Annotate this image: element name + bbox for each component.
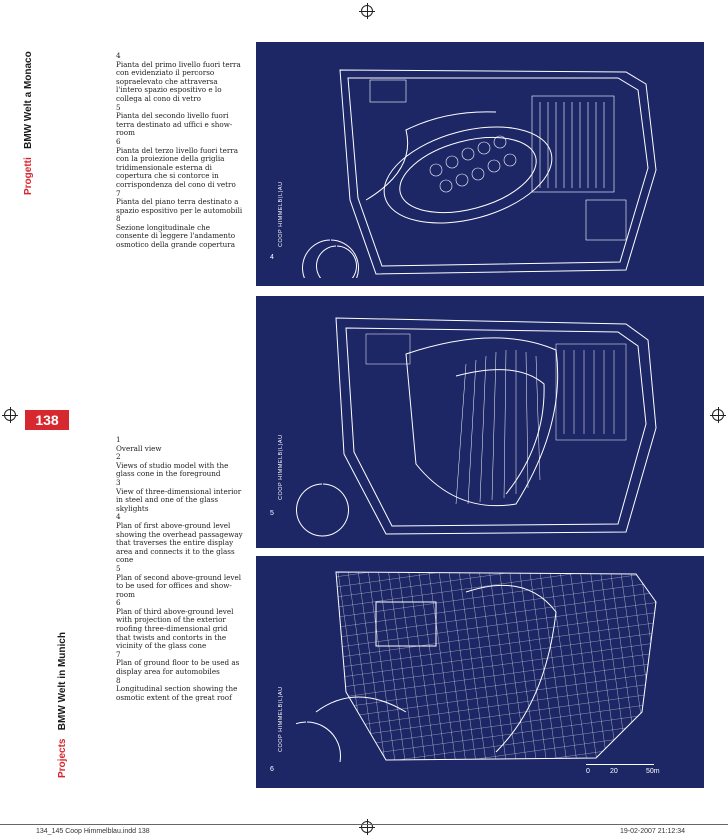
section-header-it: Progetti BMW Welt a Monaco [23, 40, 41, 200]
registration-mark [359, 3, 375, 19]
roof-grid-drawing [296, 571, 657, 762]
section-header-en: Projects BMW Welt in Munich [23, 600, 68, 780]
caption-english: 1 Overall view 2 Views of studio model w… [116, 435, 243, 702]
figure-credit: COOP HIMMELB(L)AU [278, 434, 284, 500]
registration-mark [710, 407, 726, 423]
figure-credit: COOP HIMMELB(L)AU [278, 686, 284, 752]
scale-label: 50m [646, 768, 660, 775]
section-label-en: Projects [57, 738, 68, 778]
floor-plan-drawing [302, 69, 657, 278]
footer-date: 19-02-2007 21:12:34 [620, 828, 685, 835]
figure-panel-4: COOP HIMMELB(L)AU 4 [256, 42, 704, 286]
page-number: 138 [25, 410, 69, 430]
scale-label: 20 [610, 768, 618, 775]
figure-panel-5: COOP HIMMELB(L)AU 5 [256, 296, 704, 548]
scale-label: 0 [586, 768, 590, 775]
figure-panel-6: COOP HIMMELB(L)AU 6 0 20 50m [256, 556, 704, 788]
section-label-it: Progetti [23, 157, 34, 195]
article-title-it: BMW Welt a Monaco [23, 51, 34, 149]
registration-mark [359, 819, 375, 835]
figure-number: 4 [270, 254, 274, 261]
registration-mark [2, 407, 18, 423]
footer-file: 134_145 Coop Himmelblau.indd 138 [36, 828, 150, 835]
figure-number: 5 [270, 510, 274, 517]
figure-credit: COOP HIMMELB(L)AU [278, 181, 284, 247]
scale-bar [586, 764, 654, 765]
figure-number: 6 [270, 766, 274, 773]
footer-rule [0, 824, 728, 825]
floor-plan-drawing [296, 317, 657, 537]
caption-italian: 4 Pianta del primo livello fuori terra c… [116, 51, 243, 250]
article-title-en: BMW Welt in Munich [57, 632, 68, 731]
